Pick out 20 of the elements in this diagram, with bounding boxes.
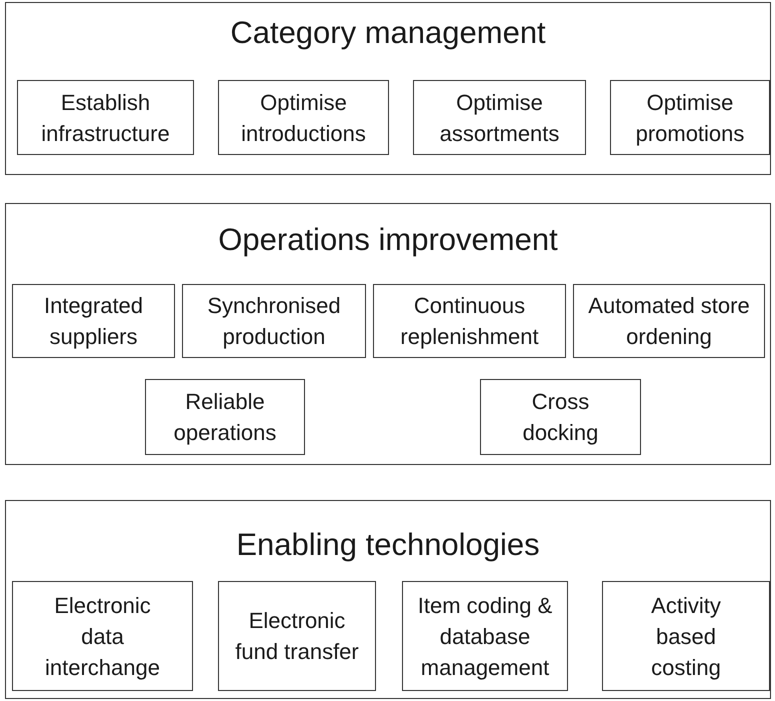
group-panel [5, 2, 771, 175]
panel-title: Operations improvement [217, 222, 559, 258]
box-label: Electronic data interchange [44, 592, 161, 682]
box-label: Establish infrastructure [40, 88, 170, 148]
panel-title: Category management [229, 15, 547, 51]
box-label: Item coding & database management [418, 592, 552, 682]
box-label: Electronic fund transfer [234, 607, 360, 666]
box-label: Reliable operations [172, 388, 278, 447]
box-label: Synchronised production [206, 292, 342, 351]
box-label: Integrated suppliers [42, 292, 144, 351]
group-panel [5, 203, 771, 465]
box-label: Optimise introductions [240, 88, 367, 148]
box-label: Optimise promotions [634, 88, 746, 148]
group-panel [5, 500, 771, 699]
box-label: Automated store ordening [587, 292, 751, 351]
box-label: Optimise assortments [438, 88, 560, 148]
box-label: Activity based costing [650, 592, 722, 682]
box-label: Cross docking [522, 388, 600, 447]
box-label: Continuous replenishment [399, 292, 540, 351]
panel-title: Enabling technologies [235, 527, 541, 563]
